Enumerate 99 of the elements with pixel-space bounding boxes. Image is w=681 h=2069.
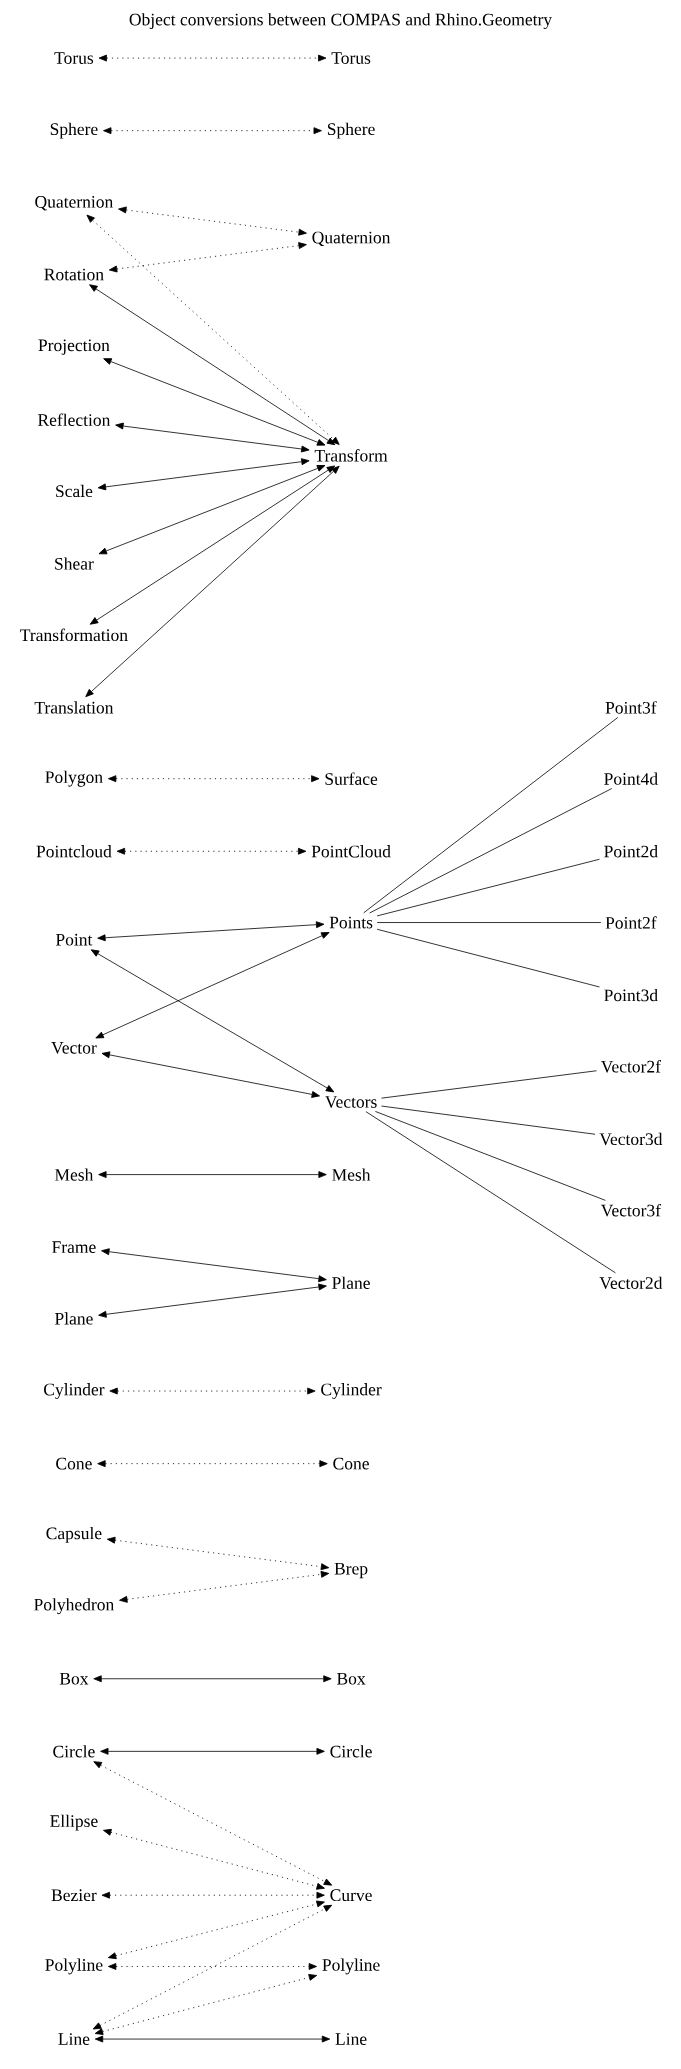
type-label: Cylinder [321, 1383, 382, 1399]
type-label: Line [58, 2033, 90, 2045]
arrow [92, 1904, 333, 2030]
arrow [97, 921, 325, 942]
arrow [89, 465, 336, 625]
type-label: Shear [55, 557, 94, 570]
type-label: Point [55, 933, 93, 946]
type-label: Mesh [332, 1168, 371, 1181]
arrow [101, 1051, 320, 1098]
connector-line [365, 1111, 616, 1274]
type-label: Torus [331, 52, 371, 64]
arrow [97, 1460, 328, 1468]
arrow [95, 932, 330, 1039]
arrow [107, 1900, 325, 1960]
type-label: Transformation [20, 628, 128, 642]
arrow [103, 1828, 325, 1890]
type-label: Vector [51, 1042, 97, 1054]
type-label: Frame [52, 1241, 96, 1253]
arrow [90, 949, 335, 1093]
type-label: Ellipse [50, 1814, 98, 1831]
connector-line [376, 928, 600, 988]
type-label: Cone [56, 1457, 92, 1470]
arrow [97, 458, 310, 491]
type-label: Vector2d [599, 1276, 663, 1290]
diagram-title: Object conversions between COMPAS and Rhino.Geometry [129, 13, 553, 30]
arrow [98, 1171, 327, 1178]
type-label: Points [329, 916, 373, 929]
connector-line [381, 1105, 596, 1135]
arrow [93, 1761, 333, 1886]
type-label: Circle [53, 1745, 95, 1758]
connector-line [376, 858, 600, 917]
arrow [89, 284, 336, 446]
arrow [108, 775, 320, 783]
type-label: Brep [334, 1562, 368, 1579]
type-label: Mesh [54, 1168, 94, 1181]
type-label: Plane [54, 1312, 93, 1325]
arrow [98, 54, 327, 62]
type-label: Vectors [325, 1096, 377, 1108]
arrow [98, 465, 326, 555]
arrow [93, 1675, 332, 1683]
arrow [108, 242, 307, 273]
arrow [94, 2035, 331, 2043]
type-label: Translation [34, 701, 114, 714]
arrow [118, 206, 307, 236]
connector-line [376, 922, 602, 923]
type-label: Projection [38, 339, 110, 355]
arrow [119, 1570, 330, 1603]
arrow [98, 1283, 327, 1318]
type-label: Sphere [50, 122, 98, 139]
type-label: Box [337, 1672, 366, 1685]
type-label: Polyhedron [34, 1598, 114, 1615]
type-label: Bezier [51, 1889, 97, 1902]
connector-line [369, 788, 613, 914]
type-label: Curve [330, 1889, 372, 1902]
connector-line [375, 1111, 606, 1201]
type-label: Surface [325, 772, 378, 785]
arrow [94, 1974, 318, 2035]
type-label: Cylinder [44, 1383, 105, 1399]
type-label: Quaternion [312, 231, 391, 247]
type-label: Transform [314, 449, 388, 462]
connector-line [363, 717, 619, 914]
type-label: Rotation [44, 268, 104, 281]
type-label: Point4d [604, 772, 658, 785]
connector-line [381, 1070, 597, 1099]
type-label: Pointcloud [36, 845, 112, 858]
arrow [85, 465, 340, 698]
arrow [106, 1536, 330, 1571]
type-label: Scale [56, 484, 93, 498]
type-label: PointCloud [311, 845, 391, 858]
type-label: Quaternion [35, 196, 113, 211]
type-label: Circle [330, 1745, 372, 1758]
arrow [115, 422, 310, 453]
type-label: Point3d [604, 988, 658, 1002]
arrow [109, 1387, 316, 1395]
arrow [103, 358, 326, 446]
arrow [116, 847, 307, 855]
type-label: Polygon [45, 770, 103, 787]
arrow [100, 1747, 325, 1755]
type-label: Point3f [605, 701, 657, 714]
type-label: Sphere [327, 122, 375, 139]
type-label: Point2f [605, 916, 657, 929]
type-label: Cone [333, 1457, 369, 1470]
type-label: Reflection [37, 413, 111, 426]
arrow [101, 1891, 325, 1899]
type-label: Point2d [604, 845, 658, 858]
type-label: Box [59, 1672, 89, 1685]
arrow [101, 1248, 327, 1283]
type-label: Line [335, 2033, 367, 2045]
arrow [103, 127, 322, 135]
type-label: Vector3f [600, 1203, 661, 1217]
type-label: Torus [54, 52, 94, 64]
type-label: Vector3d [599, 1132, 663, 1146]
type-label: Polyline [322, 1958, 380, 1975]
arrow [86, 214, 340, 445]
type-label: Capsule [46, 1527, 102, 1543]
type-label: Polyline [45, 1958, 103, 1975]
arrow [107, 1963, 317, 1970]
type-label: Plane [332, 1276, 370, 1289]
type-label: Vector2f [600, 1060, 661, 1073]
